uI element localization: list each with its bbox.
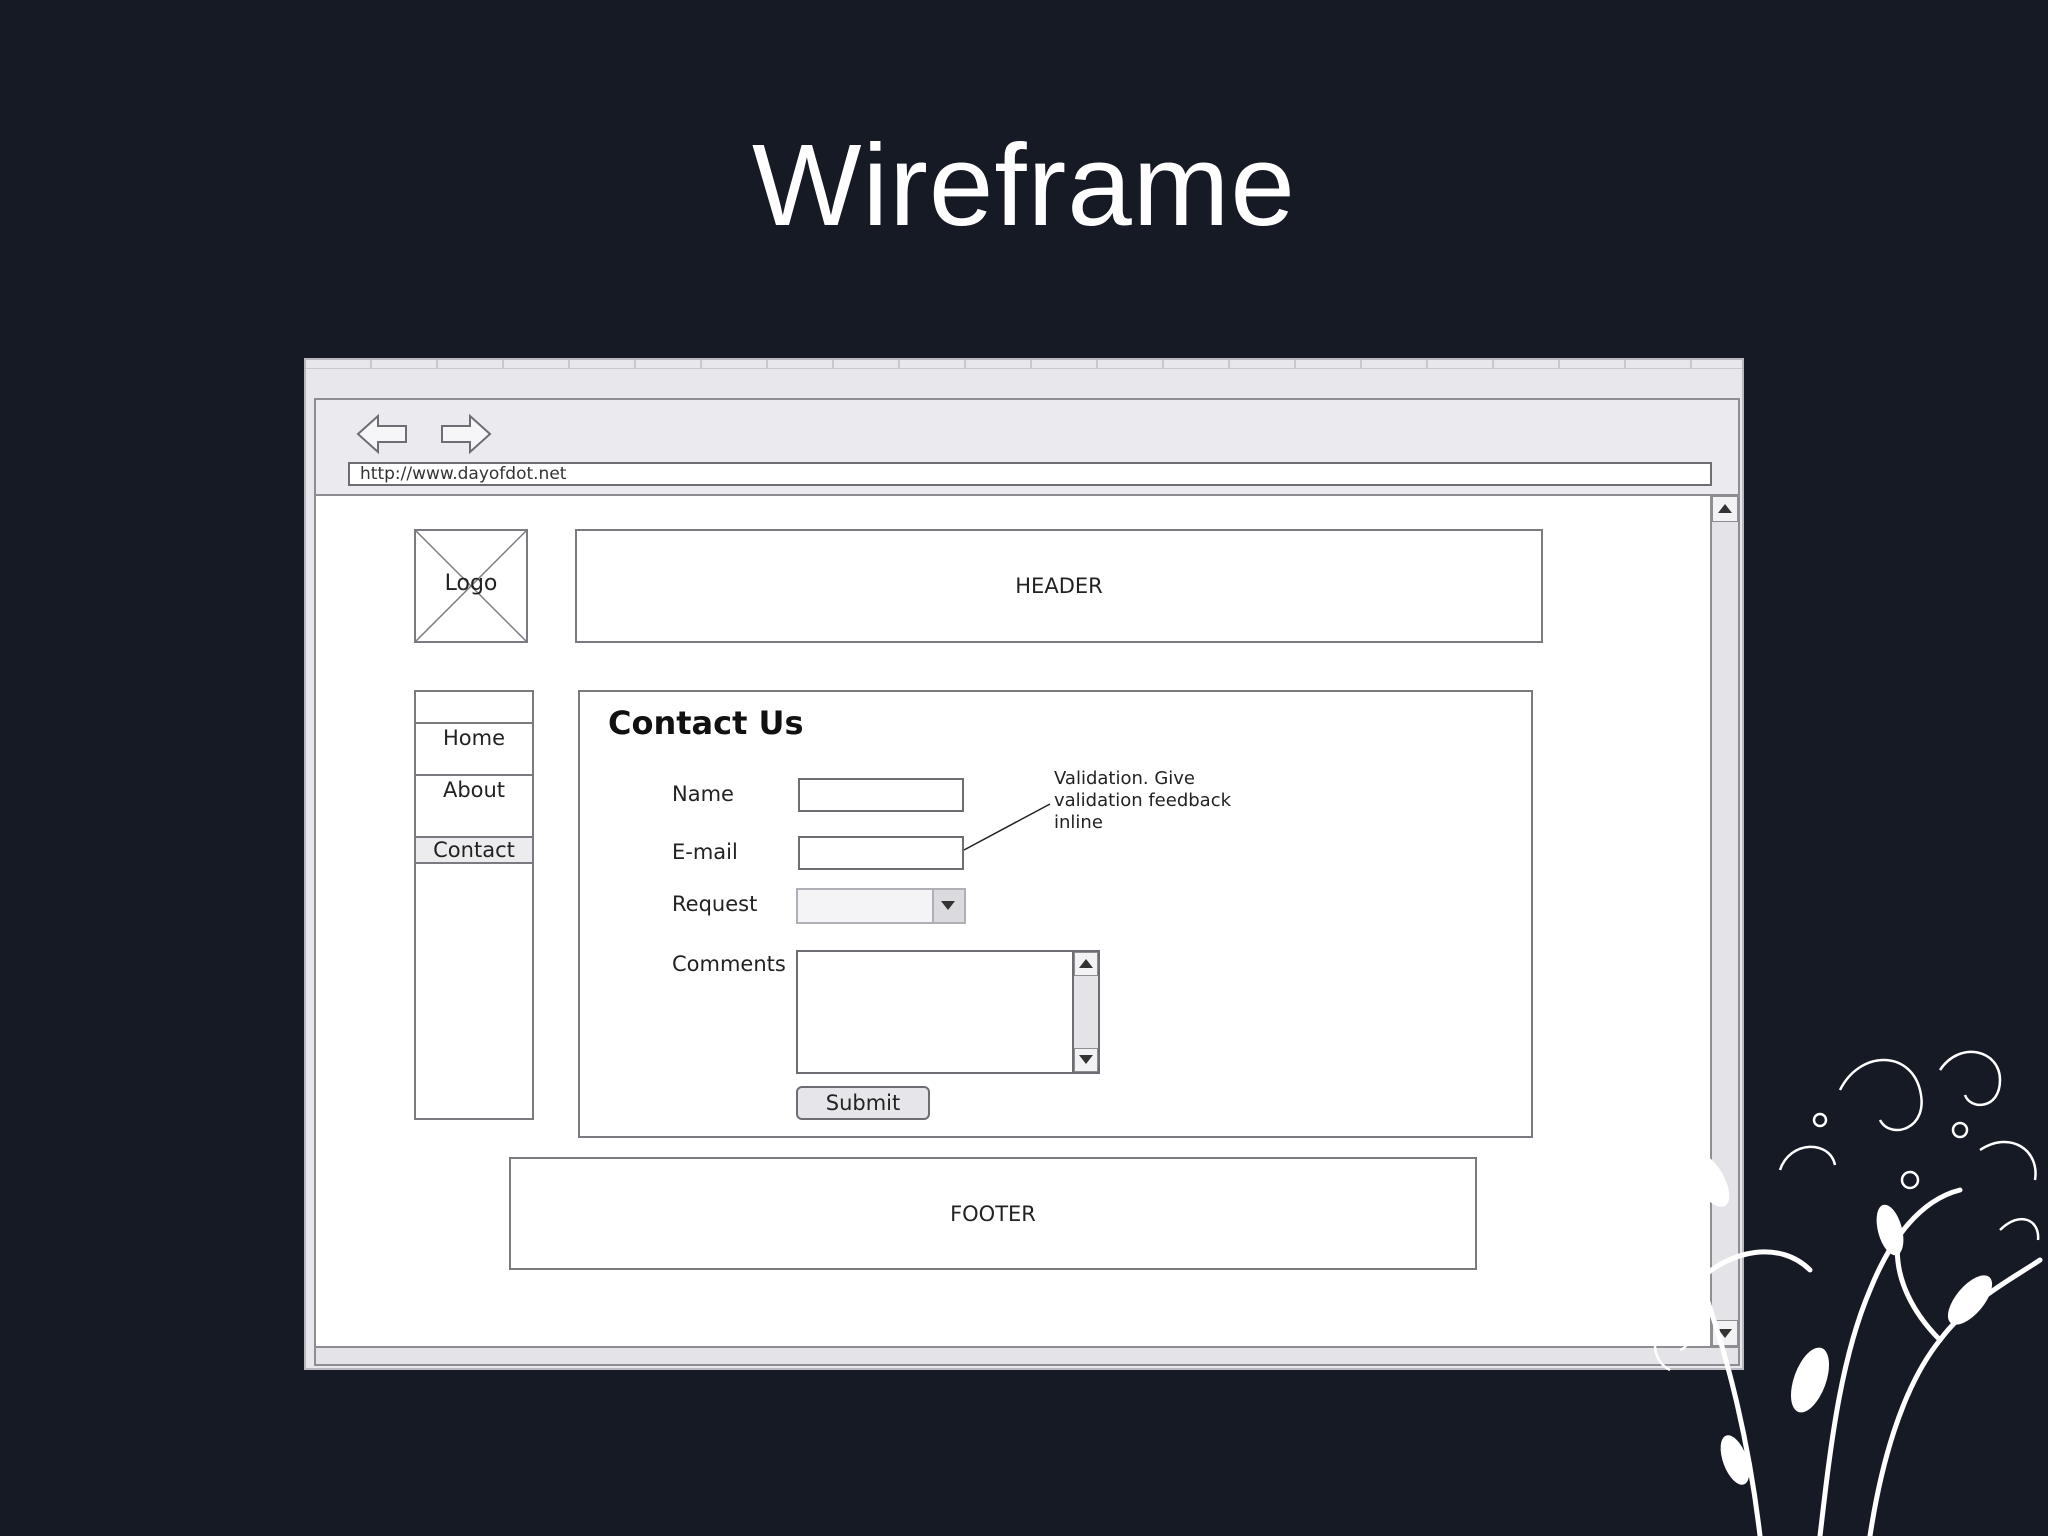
submit-button[interactable]: Submit [796,1086,930,1120]
status-bar [314,1348,1740,1366]
nav-item-home[interactable]: Home [416,722,532,752]
content-title: Contact Us [608,704,804,742]
email-label: E-mail [672,840,738,864]
chevron-up-icon [1718,504,1732,513]
name-label: Name [672,782,734,806]
nav-item-contact[interactable]: Contact [416,836,532,864]
forward-arrow-icon[interactable] [440,412,492,456]
image-placeholder-icon [416,531,526,641]
floral-decoration [1653,1050,2043,1536]
dropdown-button[interactable] [932,890,964,922]
request-label: Request [672,892,758,916]
chevron-down-icon [1079,1055,1093,1064]
nav-item-about[interactable]: About [416,774,532,804]
footer-placeholder: FOOTER [509,1157,1477,1270]
validation-annotation: Validation. Give validation feedback inl… [1054,768,1232,833]
back-arrow-icon[interactable] [356,412,408,456]
request-select[interactable] [796,888,966,924]
textarea-scroll-up[interactable] [1074,952,1098,976]
ruler [306,360,1742,369]
comments-label: Comments [672,952,786,976]
chevron-up-icon [1079,959,1093,968]
url-bar[interactable]: http://www.dayofdot.net [348,462,1712,486]
name-input[interactable] [798,778,964,812]
scroll-up-button[interactable] [1712,496,1738,522]
chevron-down-icon [941,901,955,910]
comments-textarea[interactable] [796,950,1100,1074]
header-placeholder: HEADER [575,529,1543,643]
textarea-scroll-down[interactable] [1074,1048,1098,1072]
textarea-scrollbar[interactable] [1072,952,1098,1072]
logo-placeholder: Logo [414,529,528,643]
logo-label: Logo [444,571,498,596]
browser-toolbar: http://www.dayofdot.net [314,398,1740,494]
chevron-down-icon [1718,1329,1732,1338]
email-input[interactable] [798,836,964,870]
slide-title: Wireframe [752,120,1296,250]
side-navigation: Home About Contact [414,690,534,1120]
annotation-connector [963,803,1051,851]
contact-form-panel: Contact Us Name E-mail Request Comments … [578,690,1533,1138]
